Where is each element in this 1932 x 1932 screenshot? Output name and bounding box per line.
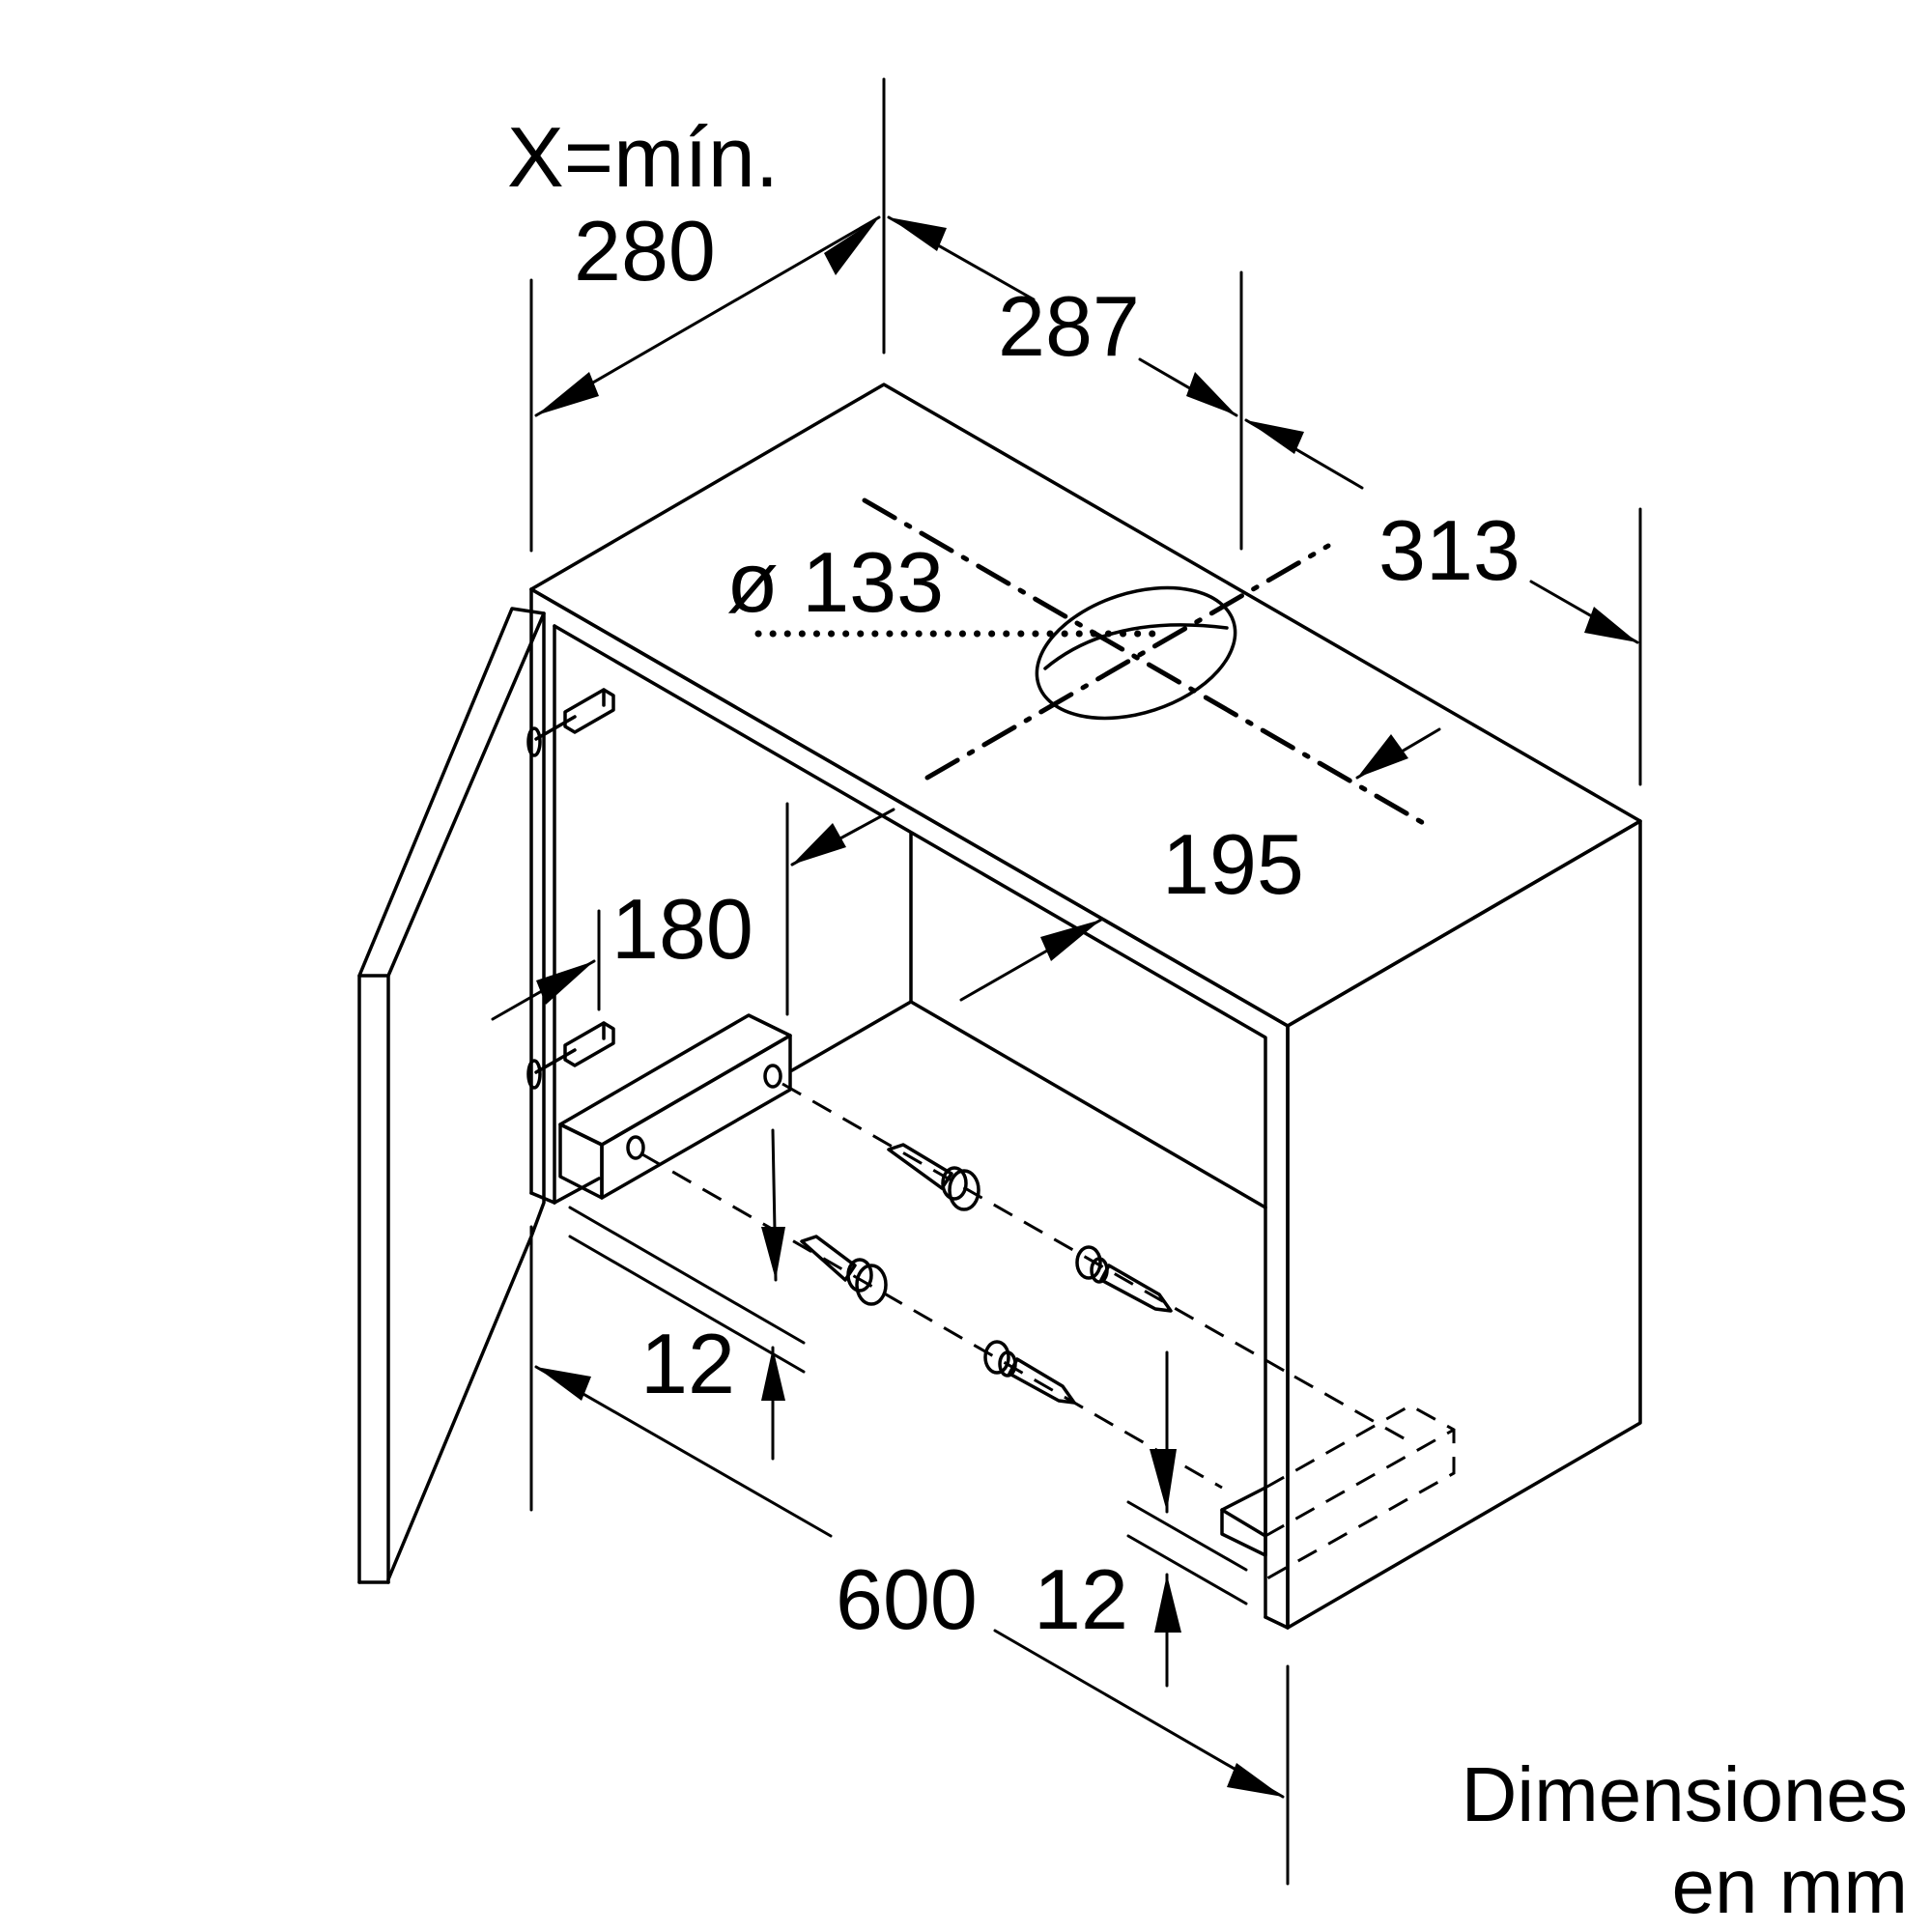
door-panel: [357, 607, 546, 1584]
mounting-block-right: [1220, 1404, 1456, 1581]
dim-287: 287: [998, 278, 1140, 374]
screw-3: [1075, 1245, 1173, 1313]
screw-1: [887, 1143, 980, 1211]
dim-313: 313: [1378, 502, 1520, 598]
screw-paths: [641, 1082, 1406, 1490]
dim-12-right: 12: [1034, 1551, 1128, 1647]
dim-280: 280: [574, 203, 716, 298]
dimension-lines: [491, 77, 1642, 1886]
cabinet-body: [529, 383, 1642, 1630]
upper-hinge: [526, 688, 615, 757]
units-note-line2: en mm: [1672, 1843, 1909, 1929]
dim-195: 195: [1162, 816, 1304, 912]
lower-hinge: [526, 1021, 615, 1090]
dim-600: 600: [836, 1551, 978, 1647]
screw-4: [983, 1340, 1076, 1405]
mounting-block-left: [558, 1013, 792, 1200]
x-min-label: X=mín.: [507, 109, 779, 205]
dim-180: 180: [611, 881, 753, 977]
screw-2: [800, 1235, 888, 1306]
dim-diameter-133: ø 133: [726, 534, 944, 630]
units-note-line1: Dimensiones: [1462, 1751, 1908, 1837]
dim-12-left: 12: [640, 1316, 735, 1411]
duct-opening: [754, 497, 1428, 827]
